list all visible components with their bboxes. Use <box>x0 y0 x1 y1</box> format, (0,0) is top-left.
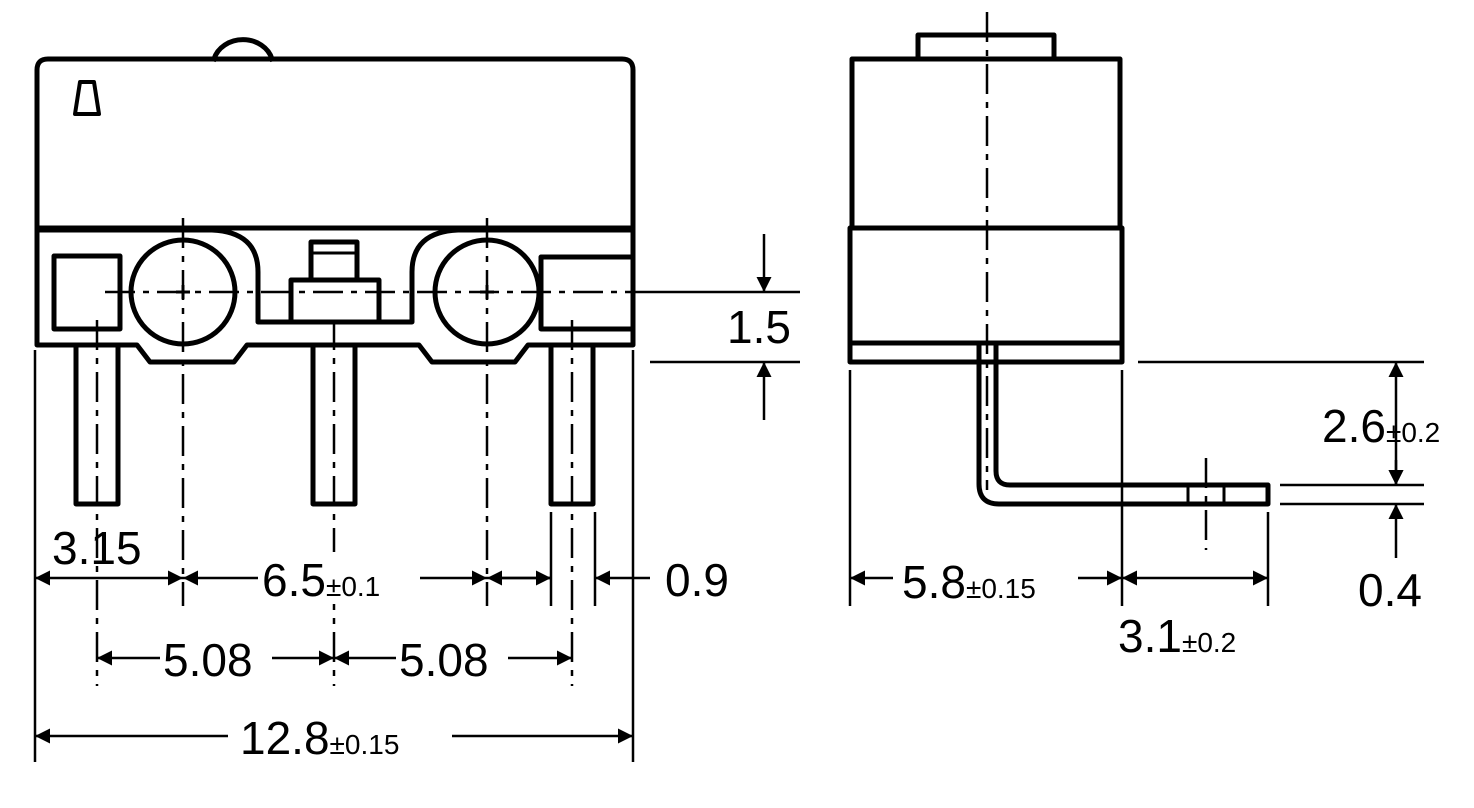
front-centerlines <box>95 218 800 686</box>
dim-pitch-right: 5.08 <box>399 634 489 686</box>
base-housing <box>34 225 636 365</box>
dim-row-upper <box>35 552 650 604</box>
dim-terminal-length: 3.1±0.2 <box>1118 610 1236 662</box>
side-extension-lines <box>848 360 1424 606</box>
upper-housing <box>34 56 636 231</box>
center-stud-base <box>288 277 382 325</box>
front-view: 3.15 6.5±0.1 0.9 5.08 5.08 12.8±0.15 1.5 <box>33 37 800 764</box>
dim-overall-width: 12.8±0.15 <box>240 712 399 764</box>
side-view: 5.8±0.15 3.1±0.2 2.6±0.2 0.4 <box>847 12 1440 662</box>
dim-body-depth: 5.8±0.15 <box>902 556 1036 608</box>
dim-terminal-drop: 2.6±0.2 <box>1322 400 1440 452</box>
front-extension-lines <box>33 350 800 762</box>
dim-hole-pitch: 6.5±0.1 <box>262 554 380 606</box>
polarity-mark <box>73 80 101 116</box>
actuator <box>210 37 276 63</box>
dim-pitch-left: 5.08 <box>163 634 253 686</box>
dim-hole-height: 1.5 <box>727 301 791 353</box>
dim-terminal-width: 0.9 <box>665 554 729 606</box>
dim-terminal-thickness: 0.4 <box>1358 564 1422 616</box>
side-terminal <box>976 341 1271 507</box>
center-stud-cap <box>308 239 360 283</box>
dim-terminal-offset: 3.15 <box>52 522 142 574</box>
